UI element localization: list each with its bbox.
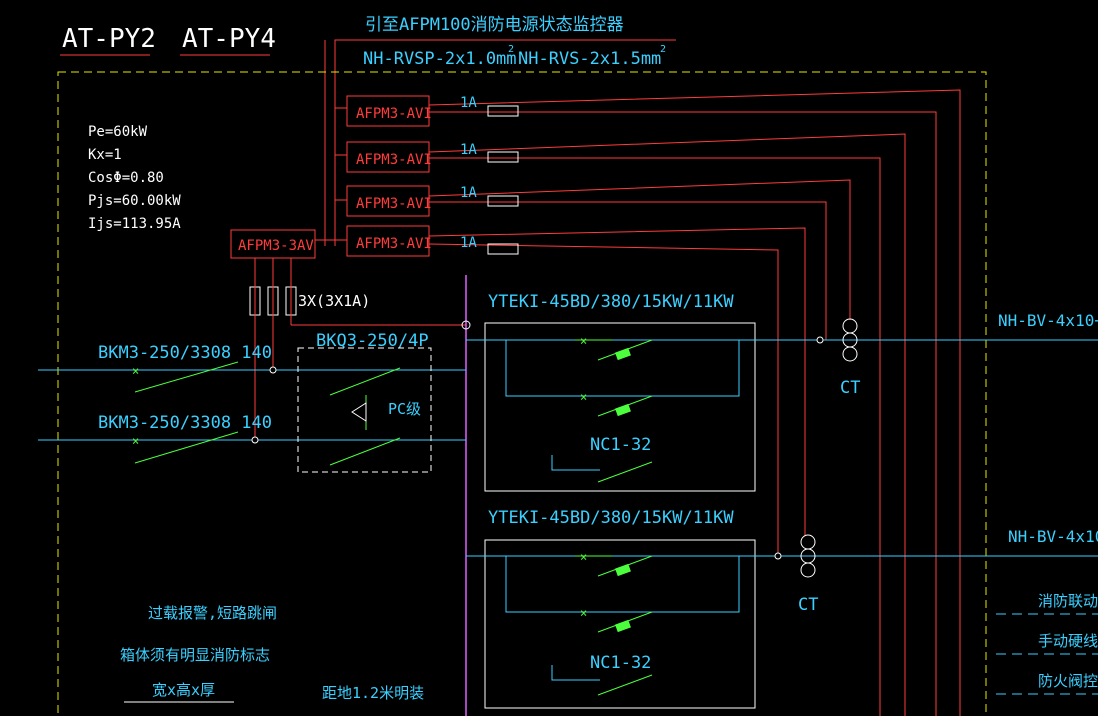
param-pe: Pe=60kW <box>88 124 148 140</box>
ats-box <box>297 347 432 473</box>
fuse-label-3: 1A <box>460 185 477 201</box>
monitor-cable-2: NH-RVS-2x1.5mm <box>518 49 661 69</box>
ats-label: BKQ3-250/4P <box>316 331 429 351</box>
load-params: Pe=60kW Kx=1 CosΦ=0.80 Pjs=60.00kW Ijs=1… <box>88 124 181 232</box>
avi-label-1: AFPM3-AVI <box>356 106 432 122</box>
incoming-breaker-1: BKM3-250/3308 140 <box>98 343 272 363</box>
param-pjs: Pjs=60.00kW <box>88 193 181 209</box>
feeder-2-nc: NC1-32 <box>590 653 651 673</box>
avi-module-1 <box>346 95 430 127</box>
feeder-2-box <box>484 539 756 709</box>
fuses-1a: 1A 1A 1A 1A <box>460 95 519 255</box>
feeder-2-ct <box>800 534 816 578</box>
control-label-3: 防火阀控制线 <box>1038 672 1098 690</box>
control-label-2: 手动硬线控制 <box>1038 632 1098 650</box>
control-label-1: 消防联动控制 <box>1038 592 1098 610</box>
feeder-1-title: YTEKI-45BD/380/15KW/11KW <box>488 292 734 312</box>
fuse-1 <box>487 105 519 117</box>
incoming-circuits: BKM3-250/3308 140 × BKM3-250/3308 140 × <box>38 343 466 464</box>
fuse-2 <box>487 151 519 163</box>
feeder-1-ct <box>842 318 858 362</box>
svg-text:×: × <box>132 364 139 378</box>
svg-text:×: × <box>580 606 587 620</box>
avi-module-4 <box>346 225 430 257</box>
fuse-3 <box>487 195 519 207</box>
fuse-4 <box>487 243 519 255</box>
monitor-cable-1: NH-RVSP-2x1.0mm <box>363 49 517 69</box>
fuse-label-2: 1A <box>460 142 477 158</box>
avi-label-4: AFPM3-AVI <box>356 236 432 252</box>
monitor-bus <box>315 39 676 246</box>
incoming-breaker-2: BKM3-250/3308 140 <box>98 413 272 433</box>
note-1: 过载报警,短路跳闸 <box>148 604 277 622</box>
monitor-label: 引至AFPM100消防电源状态监控器 <box>365 15 624 35</box>
note-4: 距地1.2米明装 <box>322 684 424 702</box>
param-ijs: Ijs=113.95A <box>88 216 181 232</box>
feeder-2-title: YTEKI-45BD/380/15KW/11KW <box>488 508 734 528</box>
panel-title-right: AT-PY4 <box>182 24 276 54</box>
feeder-2-ct-label: CT <box>798 595 818 615</box>
monitor-cable-1-sup: 2 <box>508 44 514 55</box>
control-labels: 消防联动控制 手动硬线控制 防火阀控制线 <box>996 592 1098 695</box>
feeder-2: YTEKI-45BD/380/15KW/11KW × × NC1-32 CT N… <box>466 508 1098 709</box>
fuse-3x-label: 3X(3X1A) <box>298 292 370 310</box>
feeder-2-cable: NH-BV-4x10+ <box>1008 527 1098 546</box>
av-module-label: AFPM3-3AV <box>238 238 314 254</box>
svg-text:×: × <box>580 390 587 404</box>
avi-modules: AFPM3-AVI AFPM3-AVI AFPM3-AVI AFPM3-AVI <box>346 95 432 257</box>
feeder-1-box <box>484 322 756 492</box>
avi-module-3 <box>346 185 430 217</box>
panel-title-left: AT-PY2 <box>62 24 156 54</box>
feeder-1-ct-label: CT <box>840 378 860 398</box>
avi-module-2 <box>346 141 430 173</box>
feeder-1-cable: NH-BV-4x10+3 <box>998 311 1098 330</box>
feeder-1-nc: NC1-32 <box>590 435 651 455</box>
svg-text:×: × <box>580 550 587 564</box>
feeder-1: YTEKI-45BD/380/15KW/11KW × × NC1-32 CT N… <box>466 292 1098 492</box>
fuse-label-1: 1A <box>460 95 477 111</box>
svg-text:×: × <box>580 334 587 348</box>
ats-class: PC级 <box>388 400 421 418</box>
svg-text:×: × <box>132 434 139 448</box>
avi-signal-wires <box>428 89 961 716</box>
note-2: 箱体须有明显消防标志 <box>120 646 270 664</box>
param-cos: CosΦ=0.80 <box>88 170 164 186</box>
monitor-cable-2-sup: 2 <box>660 44 666 55</box>
note-3: 宽x高x厚 <box>152 681 215 699</box>
avi-label-2: AFPM3-AVI <box>356 152 432 168</box>
fuse-label-4: 1A <box>460 235 477 251</box>
avi-label-3: AFPM3-AVI <box>356 196 432 212</box>
notes: 过载报警,短路跳闸 箱体须有明显消防标志 宽x高x厚 距地1.2米明装 <box>120 604 424 703</box>
param-kx: Kx=1 <box>88 147 122 163</box>
